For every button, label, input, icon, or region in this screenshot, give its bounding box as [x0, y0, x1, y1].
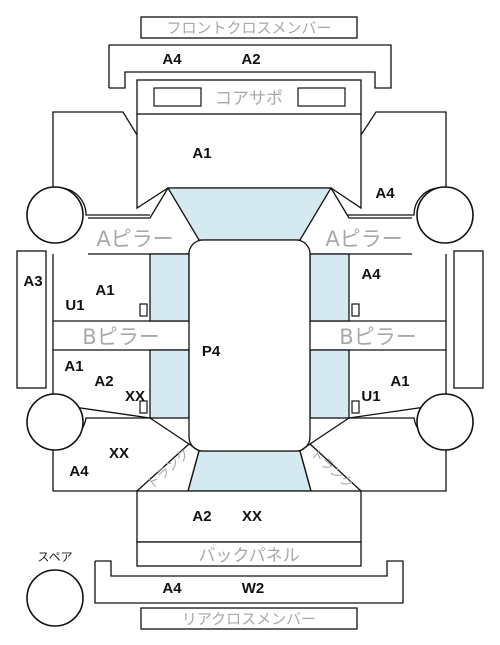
trunk-right-outline [299, 443, 362, 492]
grade-rear-door-left-2: A2 [94, 373, 113, 390]
trunk-right-label: トランク [307, 446, 356, 492]
front-door-right [349, 254, 447, 322]
trunk-lid [136, 490, 362, 543]
front-door-right-handle [351, 303, 360, 317]
grade-front-member-right: A2 [241, 51, 260, 68]
rear-member-bracket [94, 560, 404, 604]
b-pillar-right-label: Bピラー [339, 325, 416, 349]
b-pillar-left-label: Bピラー [82, 325, 159, 349]
back-panel-box [136, 541, 362, 567]
headlight-right [297, 87, 346, 107]
grade-front-member-left: A4 [162, 51, 182, 68]
trunk-left-label: トランク [144, 446, 193, 492]
front-fender-right [347, 111, 447, 216]
rear-cross-member-label: リアクロスメンバー [182, 610, 316, 628]
grade-front-fender-right: A4 [375, 185, 395, 202]
front-fender-left [52, 111, 150, 216]
grade-roof: P4 [202, 343, 221, 360]
grade-trunk-lid-1: A2 [192, 508, 211, 525]
front-cross-member-label: フロントクロスメンバー [166, 19, 331, 37]
window-front-left [149, 253, 190, 322]
grade-rear-member-1: A4 [162, 580, 182, 597]
window-rear-right [309, 349, 350, 419]
a-pillar-left-label: Aピラー [96, 227, 173, 251]
front-member-bracket [108, 44, 392, 89]
grade-trunk-lid-2: XX [242, 508, 262, 525]
a-pillar-right-label: Aピラー [325, 227, 402, 251]
grade-rear-quarter-left-2: A4 [69, 463, 89, 480]
windshield [166, 187, 333, 241]
grade-rear-member-2: W2 [242, 580, 265, 597]
front-door-left-handle [139, 303, 148, 317]
tire-front-left [26, 186, 84, 244]
window-front-right [309, 253, 350, 322]
window-rear-left [149, 349, 190, 419]
rear-door-left-handle [139, 400, 148, 414]
rear-cross-member-box [140, 607, 358, 630]
grade-hood: A1 [192, 145, 211, 162]
headlight-left [153, 87, 202, 107]
grade-front-door-left-top: A1 [95, 282, 114, 299]
grade-rear-door-left-1: A1 [64, 358, 83, 375]
grade-rear-quarter-left-1: XX [109, 445, 129, 462]
spare-label: スペア [37, 550, 72, 564]
grade-front-door-right: A4 [361, 266, 381, 283]
spare-tire [26, 569, 84, 627]
grade-front-door-left-bottom: U1 [65, 297, 84, 314]
grade-rear-door-left-3: XX [125, 388, 145, 405]
tire-rear-right [416, 393, 474, 451]
roof [188, 239, 311, 452]
rear-window [187, 450, 312, 492]
front-cross-member-box [140, 16, 358, 39]
tire-rear-left [26, 393, 84, 451]
grade-side-left: A3 [23, 273, 42, 290]
core-support-label: コアサポ [215, 89, 283, 109]
trunk-left-outline [136, 443, 200, 492]
rear-door-right-handle [351, 400, 360, 414]
grade-rear-door-right-2: U1 [361, 388, 380, 405]
grade-rear-door-right-1: A1 [390, 373, 409, 390]
tire-front-right [416, 186, 474, 244]
back-panel-label: バックパネル [198, 546, 299, 566]
side-skirt-right [453, 250, 484, 389]
side-skirt-left [16, 250, 47, 389]
